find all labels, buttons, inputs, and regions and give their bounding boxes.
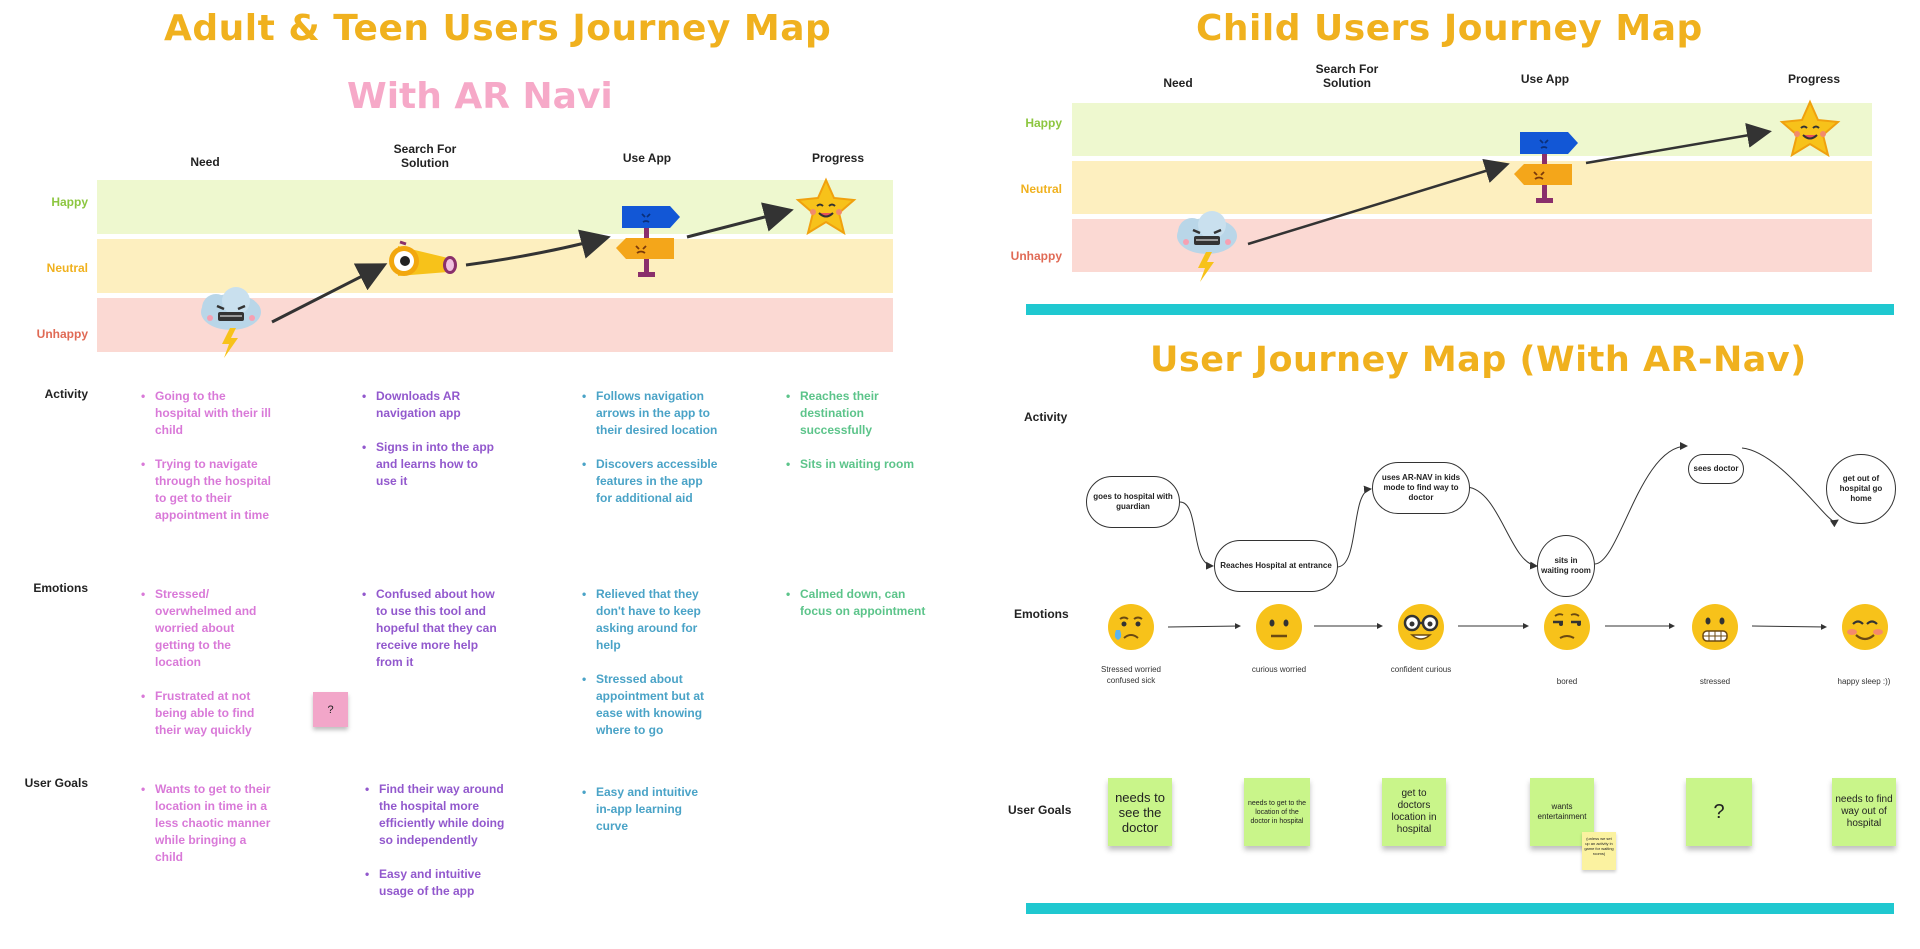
blushing-smile-icon bbox=[1842, 604, 1888, 650]
activity-node-sees-doctor: sees doctor bbox=[1688, 454, 1744, 484]
nerd-face-icon bbox=[1398, 604, 1444, 650]
child-col-use-app: Use App bbox=[1520, 72, 1570, 86]
question-sticky-note: ? bbox=[313, 692, 348, 727]
signpost-icon bbox=[616, 206, 680, 277]
emotion-caption: confident curious bbox=[1390, 665, 1452, 674]
activity-use-app-list: Follows navigation arrows in the app to … bbox=[582, 388, 722, 524]
storm-cloud-icon bbox=[1177, 211, 1237, 282]
activity-node-reaches-hospital: Reaches Hospital at entrance bbox=[1214, 540, 1338, 592]
left-row-emotions: Emotions bbox=[33, 581, 88, 595]
list-item: Easy and intuitive usage of the app bbox=[365, 866, 505, 900]
left-happy-band bbox=[97, 180, 893, 234]
left-journey-line bbox=[271, 202, 794, 324]
goals-need-list: Wants to get to their location in time i… bbox=[141, 781, 271, 883]
list-item: Signs in into the app and learns how to … bbox=[362, 439, 502, 490]
child-title: Child Users Journey Map bbox=[1196, 8, 1703, 49]
list-item: Trying to navigate through the hospital … bbox=[141, 456, 271, 524]
telescope-icon bbox=[389, 240, 457, 276]
emotion-caption: curious worried bbox=[1251, 665, 1307, 674]
left-subtitle: With AR Navi bbox=[347, 76, 613, 117]
child-col-need: Need bbox=[1163, 76, 1193, 90]
child-mood-unhappy: Unhappy bbox=[1010, 249, 1062, 263]
activity-node-waiting-room: sits in waiting room bbox=[1537, 535, 1595, 597]
list-item: Reaches their destination successfully bbox=[786, 388, 926, 439]
left-row-goals: User Goals bbox=[24, 776, 88, 790]
left-mood-happy: Happy bbox=[51, 195, 88, 209]
child-happy-band bbox=[1072, 103, 1872, 156]
goal-sticky-note: ? bbox=[1686, 778, 1752, 846]
storm-cloud-icon bbox=[201, 287, 261, 358]
list-item: Stressed/ overwhelmed and worried about … bbox=[141, 586, 276, 671]
emotions-use-app-list: Relieved that they don't have to keep as… bbox=[582, 586, 722, 756]
goals-use-app-list: Easy and intuitive in-app learning curve bbox=[582, 784, 712, 852]
list-item: Frustrated at not being able to find the… bbox=[141, 688, 276, 739]
child-mood-happy: Happy bbox=[1025, 116, 1062, 130]
list-item: Discovers accessible features in the app… bbox=[582, 456, 722, 507]
smiling-star-icon bbox=[795, 177, 857, 236]
child-col-progress: Progress bbox=[1787, 72, 1841, 86]
child-col-search: Search For Solution bbox=[1315, 62, 1379, 90]
divider-bar-top bbox=[1026, 304, 1894, 315]
goal-sticky-note: get to doctors location in hospital bbox=[1382, 778, 1446, 846]
activity-node-go-home: get out of hospital go home bbox=[1826, 454, 1896, 524]
activity-progress-list: Reaches their destination successfully S… bbox=[786, 388, 926, 490]
list-item: Confused about how to use this tool and … bbox=[362, 586, 502, 671]
list-item: Stressed about appointment but at ease w… bbox=[582, 671, 722, 739]
left-mood-unhappy: Unhappy bbox=[36, 327, 88, 341]
left-mood-neutral: Neutral bbox=[46, 261, 88, 275]
list-item: Easy and intuitive in-app learning curve bbox=[582, 784, 712, 835]
left-row-activity: Activity bbox=[44, 387, 88, 401]
emotion-caption: stressed bbox=[1699, 677, 1731, 686]
list-item: Follows navigation arrows in the app to … bbox=[582, 388, 722, 439]
left-col-need: Need bbox=[190, 155, 220, 169]
child-journey-line bbox=[1247, 123, 1772, 246]
activity-connector-lines bbox=[1179, 442, 1839, 570]
goal-sticky-note: needs to see the doctor bbox=[1108, 778, 1172, 846]
goal-sticky-note: needs to find way out of hospital bbox=[1832, 778, 1896, 846]
activity-node-uses-ar-nav: uses AR-NAV in kids mode to find way to … bbox=[1372, 462, 1470, 514]
emotion-arrows bbox=[1167, 623, 1827, 630]
smiling-star-icon bbox=[1779, 99, 1841, 158]
list-item: Wants to get to their location in time i… bbox=[141, 781, 271, 866]
list-item: Going to the hospital with their ill chi… bbox=[141, 388, 271, 439]
goals-search-list: Find their way around the hospital more … bbox=[365, 781, 505, 917]
journey-row-emotions: Emotions bbox=[1014, 607, 1069, 621]
crying-face-icon bbox=[1108, 604, 1154, 650]
left-col-use-app: Use App bbox=[622, 151, 672, 165]
grimacing-face-icon bbox=[1692, 604, 1738, 650]
list-item: Relieved that they don't have to keep as… bbox=[582, 586, 722, 654]
child-mood-neutral: Neutral bbox=[1020, 182, 1062, 196]
left-col-progress: Progress bbox=[811, 151, 865, 165]
child-neutral-band bbox=[1072, 161, 1872, 214]
left-col-search: Search For Solution bbox=[393, 142, 457, 170]
activity-node-goes-to-hospital: goes to hospital with guardian bbox=[1086, 476, 1180, 528]
list-item: Downloads AR navigation app bbox=[362, 388, 502, 422]
emotions-search-list: Confused about how to use this tool and … bbox=[362, 586, 502, 688]
list-item: Sits in waiting room bbox=[786, 456, 926, 473]
left-title: Adult & Teen Users Journey Map bbox=[164, 8, 832, 49]
neutral-face-icon bbox=[1256, 604, 1302, 650]
goal-sticky-note: needs to get to the location of the doct… bbox=[1244, 778, 1310, 846]
left-neutral-band bbox=[97, 239, 893, 293]
journey-row-goals: User Goals bbox=[1008, 803, 1072, 817]
signpost-icon bbox=[1514, 132, 1578, 203]
list-item: Calmed down, can focus on appointment bbox=[786, 586, 926, 620]
emotion-caption: Stressed worried confused sick bbox=[1100, 665, 1162, 685]
divider-bar-bottom bbox=[1026, 903, 1894, 914]
activity-search-list: Downloads AR navigation app Signs in int… bbox=[362, 388, 502, 507]
small-sticky-note: (unless we set up an activity in game fo… bbox=[1582, 832, 1616, 870]
list-item: Find their way around the hospital more … bbox=[365, 781, 505, 849]
journey-row-activity: Activity bbox=[1024, 410, 1068, 424]
emotion-caption: bored bbox=[1556, 677, 1578, 686]
activity-need-list: Going to the hospital with their ill chi… bbox=[141, 388, 271, 541]
emotions-progress-list: Calmed down, can focus on appointment bbox=[786, 586, 926, 637]
emotion-caption: happy sleep :)) bbox=[1837, 677, 1891, 686]
unamused-face-icon bbox=[1544, 604, 1590, 650]
emotions-need-list: Stressed/ overwhelmed and worried about … bbox=[141, 586, 276, 756]
journey-title: User Journey Map (With AR-Nav) bbox=[1150, 340, 1807, 380]
